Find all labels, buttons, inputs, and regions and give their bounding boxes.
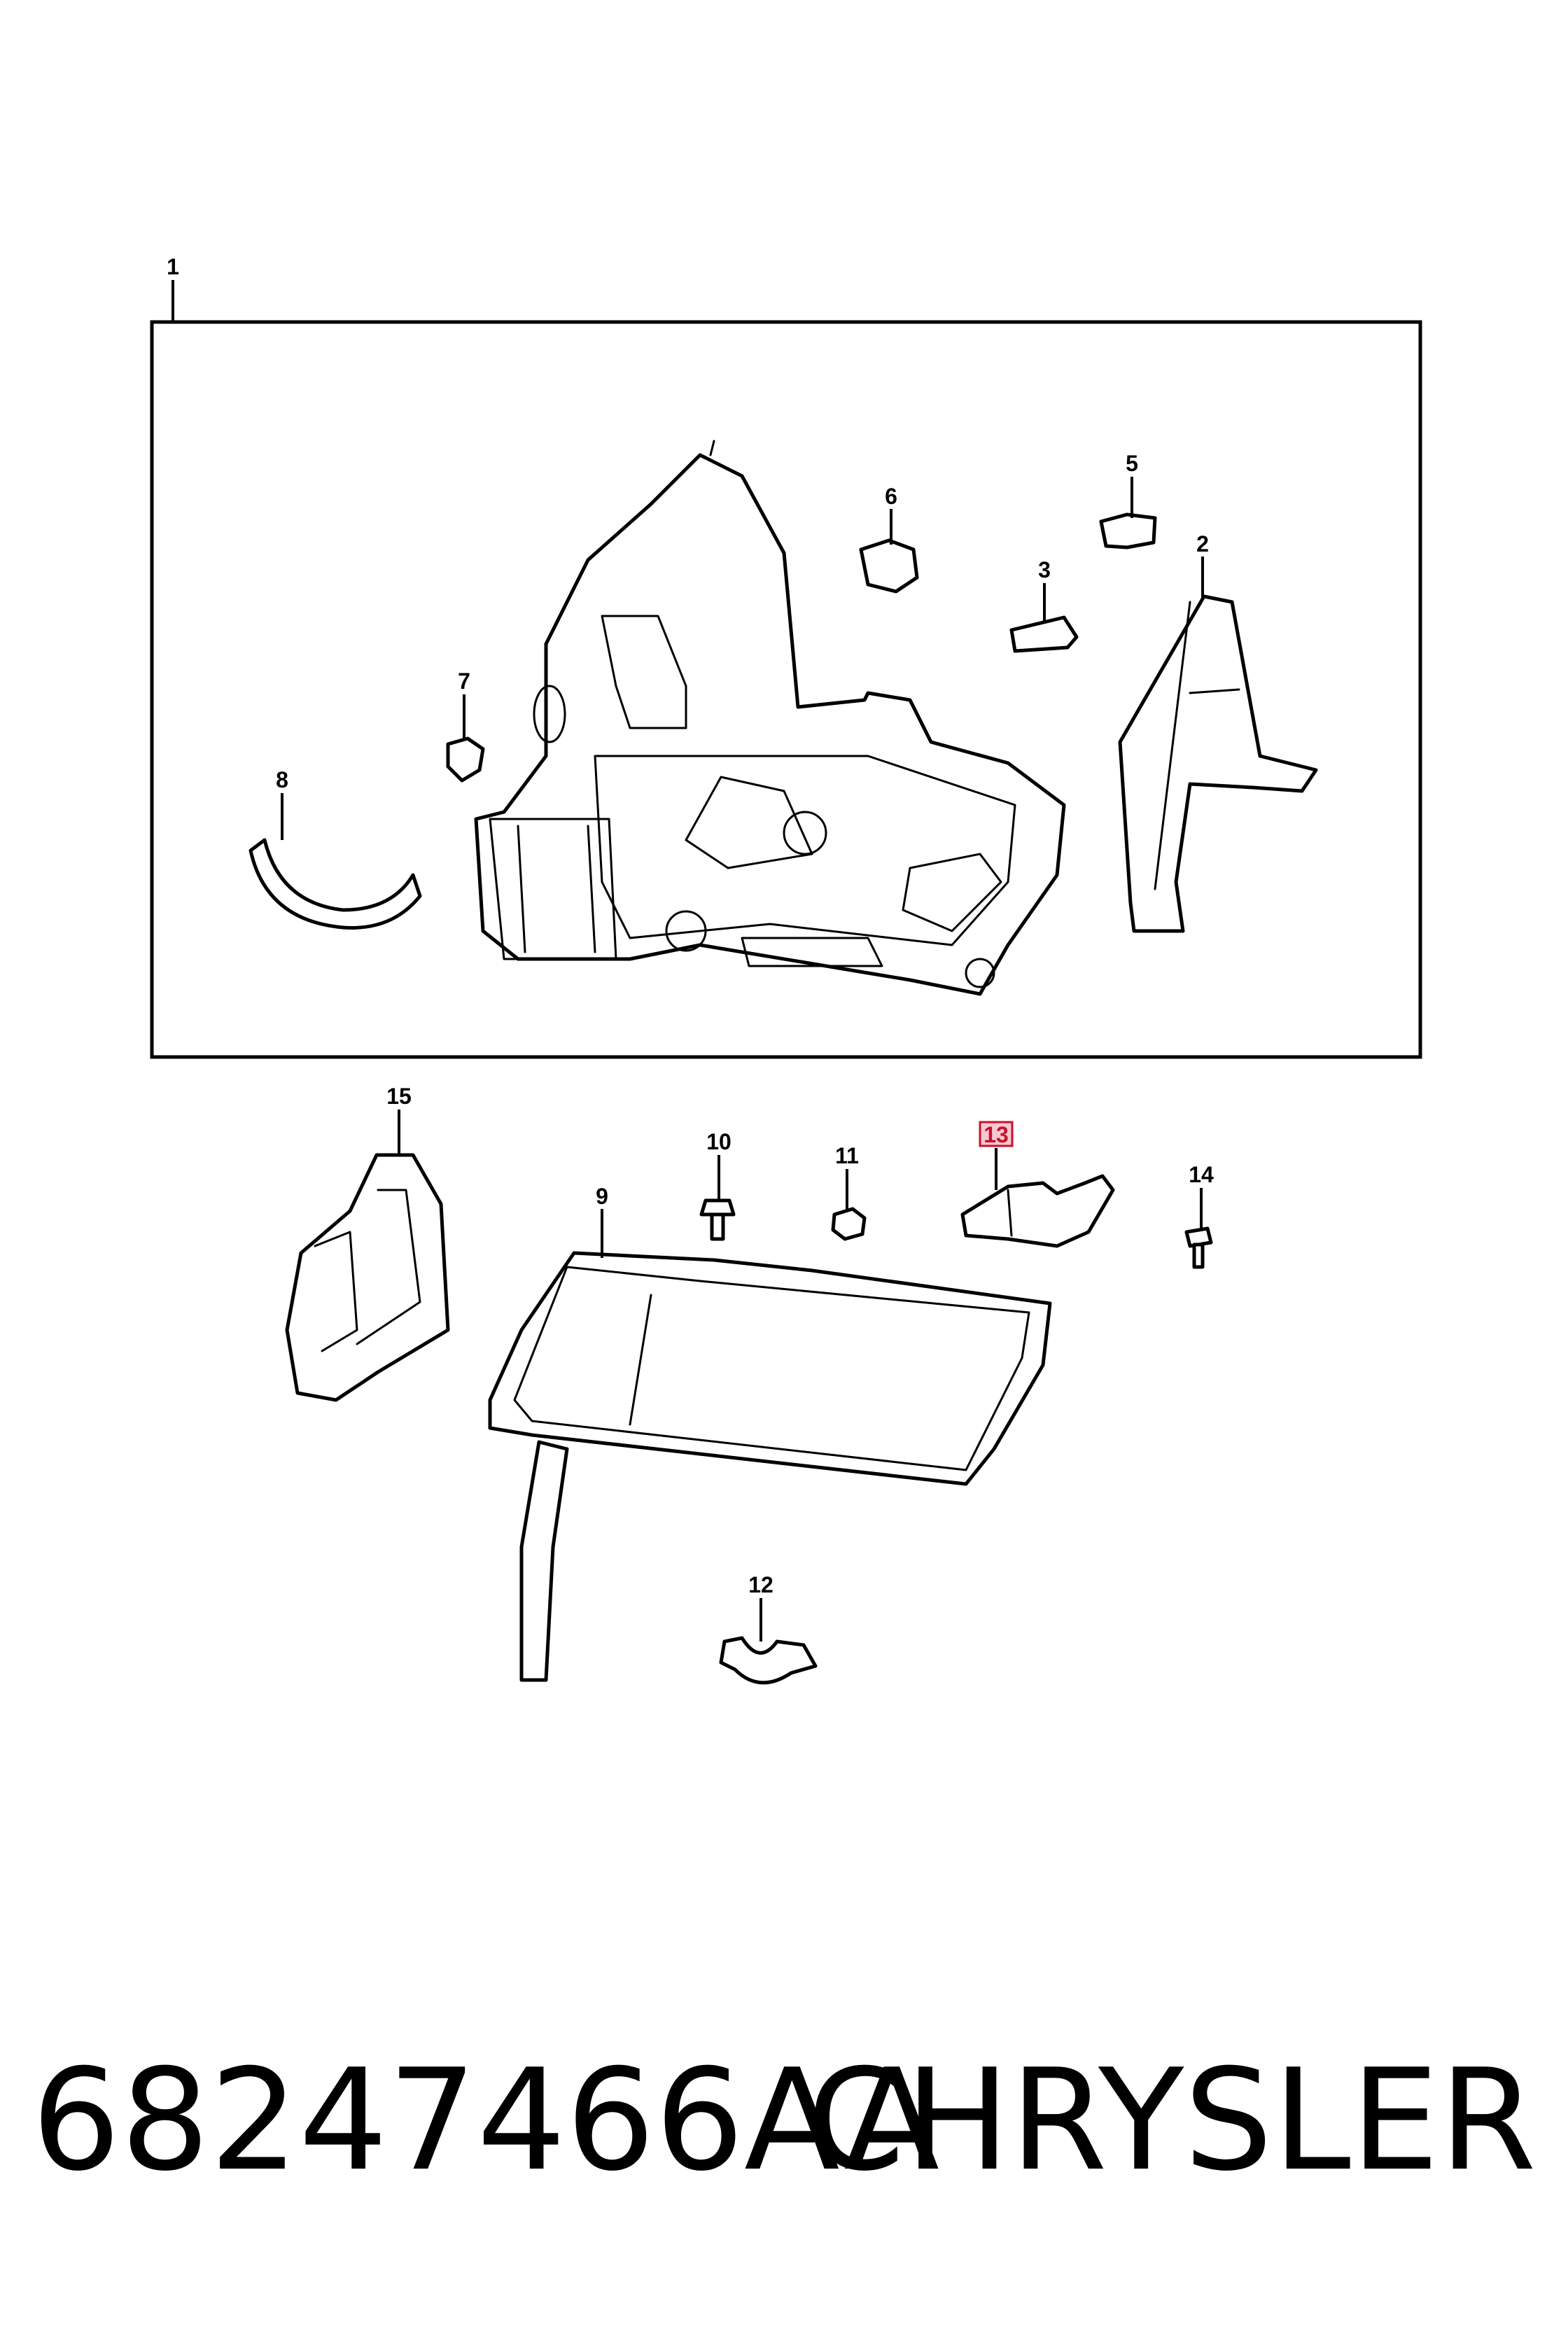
clamp-part-6 bbox=[859, 538, 919, 594]
module-part-15 bbox=[285, 1153, 450, 1402]
callout-13[interactable]: 13 bbox=[983, 1122, 1009, 1147]
wire-retainer-part-5 bbox=[1099, 512, 1157, 550]
brand-name: CHRYSLER bbox=[806, 2039, 1536, 2202]
battery-tray-bracket bbox=[474, 440, 1066, 996]
callout-6[interactable]: 6 bbox=[885, 484, 897, 509]
callout-5[interactable]: 5 bbox=[1126, 451, 1138, 476]
callout-10[interactable]: 10 bbox=[706, 1129, 732, 1154]
bolt-part-10 bbox=[699, 1198, 736, 1241]
nut-part-11 bbox=[831, 1207, 867, 1241]
callout-7[interactable]: 7 bbox=[458, 668, 470, 694]
hold-down-strap bbox=[1118, 594, 1318, 933]
callout-13-highlight bbox=[979, 1121, 1014, 1147]
assembly-frame bbox=[150, 320, 1422, 1059]
push-pin-part-7 bbox=[446, 736, 485, 783]
bracket-part-13 bbox=[960, 1174, 1115, 1248]
callout-11[interactable]: 11 bbox=[835, 1143, 859, 1168]
screw-part-14 bbox=[1184, 1226, 1213, 1269]
part-number: 68247466AA bbox=[31, 2039, 940, 2202]
clamp-part-12 bbox=[719, 1636, 818, 1685]
callout-3[interactable]: 3 bbox=[1038, 557, 1051, 582]
callout-15[interactable]: 15 bbox=[386, 1084, 412, 1109]
clip-part-3 bbox=[1009, 615, 1079, 653]
callout-8[interactable]: 8 bbox=[276, 767, 288, 792]
callout-1[interactable]: 1 bbox=[167, 254, 179, 279]
callout-12[interactable]: 12 bbox=[748, 1572, 774, 1597]
callout-14[interactable]: 14 bbox=[1189, 1162, 1214, 1187]
callout-9[interactable]: 9 bbox=[596, 1184, 608, 1209]
cable-clip-part-8 bbox=[248, 838, 422, 930]
battery-tray-liner bbox=[488, 1251, 1052, 1682]
callout-2[interactable]: 2 bbox=[1196, 531, 1209, 556]
